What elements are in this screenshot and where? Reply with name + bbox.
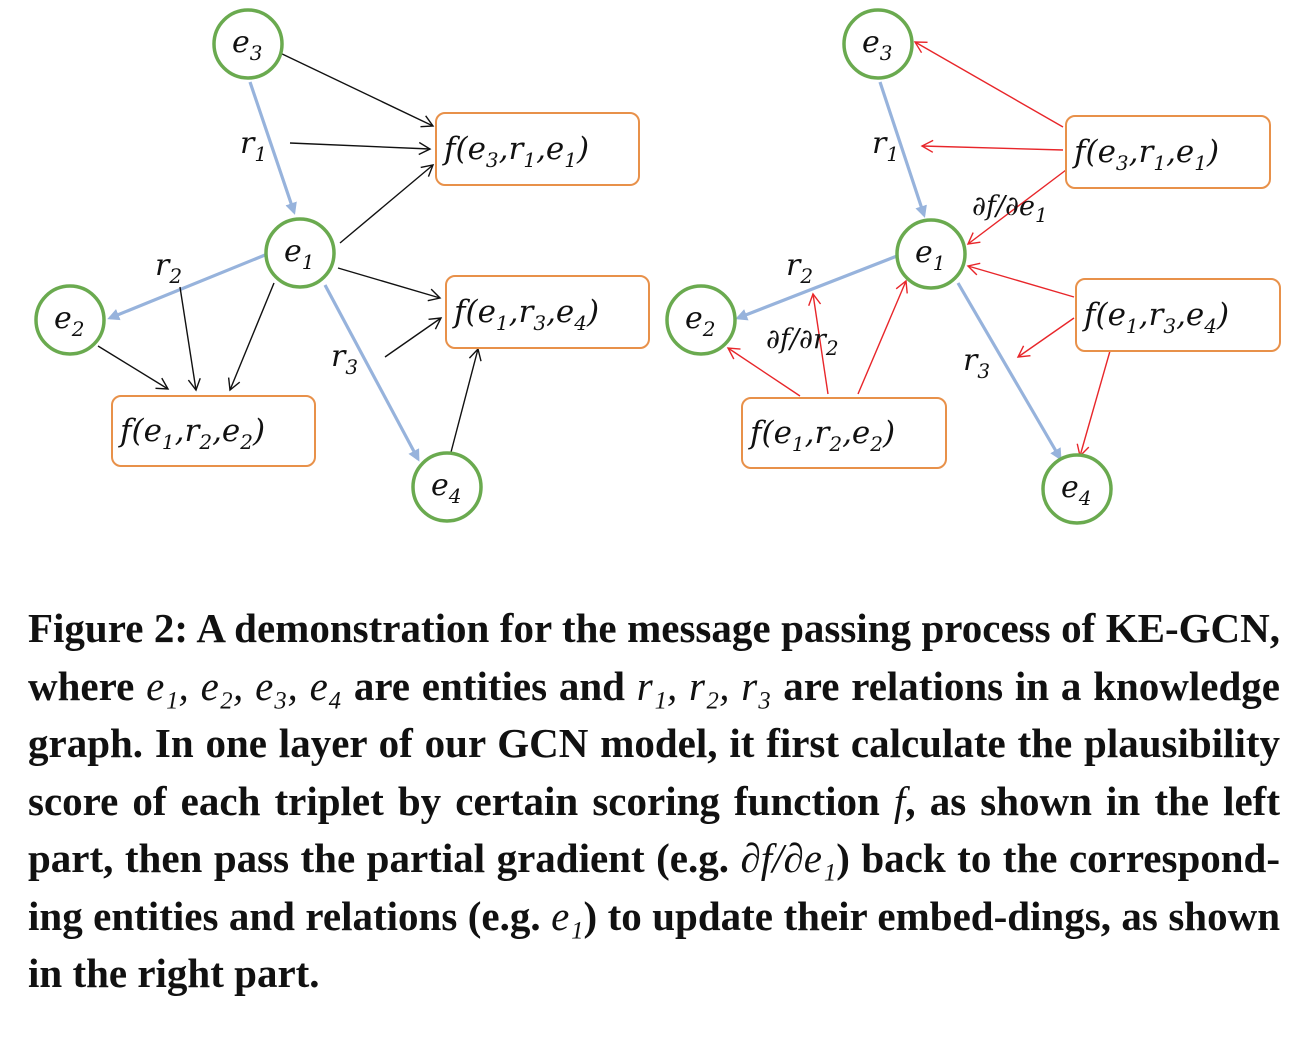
right-edge-e3-e1 [878, 81, 927, 218]
right-score-box-f1: f(e3,r1,e1) [1065, 115, 1271, 189]
left-msg-r1-f1 [289, 141, 432, 156]
svg-text:f(e1,r2,e2): f(e1,r2,e2) [118, 413, 265, 454]
right-relation-r2: r2 [786, 248, 813, 288]
svg-text:e2: e2 [54, 301, 85, 341]
caption-math-entities: e₁, e₂, e₃, e₄ [146, 662, 343, 709]
caption-math-f: f [893, 777, 906, 824]
caption-text-5: ) back to the correspond-ing entities an… [28, 835, 1281, 939]
left-relation-r1: r1 [240, 126, 267, 166]
right-node-e3: e3 [842, 8, 914, 80]
svg-text:f(e1,r3,e4): f(e1,r3,e4) [1082, 297, 1229, 338]
right-gradient-label-e1: ∂f/∂e1 [972, 191, 1048, 227]
svg-text:f(e3,r1,e1): f(e3,r1,e1) [442, 131, 589, 172]
svg-text:e4: e4 [1061, 470, 1092, 510]
message-passing-figure: e3 e1 e2 e4 r1 r2 r3 f(e3,r1,e1) f(e1,r3… [34, 8, 1281, 525]
left-msg-e1-f1 [339, 164, 435, 244]
right-grad-f2-e4 [1076, 350, 1111, 458]
left-diagram: e3 e1 e2 e4 r1 r2 r3 f(e3,r1,e1) f(e1,r3… [34, 8, 650, 523]
caption-text-2: are entities and [342, 662, 637, 709]
right-node-e4: e4 [1041, 453, 1113, 525]
right-edge-e1-e2 [735, 254, 898, 321]
caption-text-1: Figure 2: A demonstration for the messag… [28, 605, 1280, 709]
right-node-e2: e2 [665, 284, 737, 356]
right-relation-r3: r3 [963, 343, 990, 383]
right-edge-e1-e4 [956, 282, 1062, 461]
caption-text-3: are relations in a knowledge graph. In o… [28, 662, 1281, 824]
right-score-box-f2: f(e1,r3,e4) [1075, 278, 1281, 352]
left-edge-e3-e1 [248, 81, 297, 215]
left-relation-r2: r2 [155, 248, 182, 288]
right-grad-f3-r2 [808, 292, 829, 395]
left-msg-e1-f2 [337, 267, 442, 302]
caption-text-4: , as shown in the left part, then pass t… [28, 777, 1280, 882]
figure-caption: Figure 2: A demonstration for the messag… [28, 600, 1280, 1003]
caption-math-e1: e₁ [551, 892, 584, 939]
svg-text:e3: e3 [862, 25, 893, 65]
left-msg-e4-f2 [449, 347, 482, 457]
right-grad-f2-r3 [1016, 317, 1075, 358]
left-node-e2: e2 [34, 284, 106, 356]
caption-math-gradient: ∂f/∂e₁ [740, 835, 837, 881]
left-msg-e3-f1 [277, 51, 435, 128]
caption-text-6: ) to update their embed-dings, as shown … [28, 892, 1280, 997]
left-msg-e1-f3 [227, 282, 275, 392]
svg-text:e3: e3 [232, 25, 263, 65]
svg-text:e1: e1 [915, 235, 946, 275]
left-score-box-f2: f(e1,r3,e4) [445, 275, 650, 349]
right-relation-r1: r1 [872, 126, 899, 166]
left-node-e1: e1 [264, 217, 336, 289]
svg-text:f(e3,r1,e1): f(e3,r1,e1) [1072, 134, 1219, 175]
right-diagram: e3 e1 e2 e4 r1 r2 r3 ∂f/∂e1 ∂f/∂r2 f(e3,… [665, 8, 1281, 525]
left-msg-r2-f3 [179, 286, 201, 392]
right-gradient-label-r2: ∂f/∂r2 [766, 324, 839, 360]
right-grad-f1-e1 [966, 169, 1067, 245]
left-node-e3: e3 [212, 8, 284, 80]
svg-text:f(e1,r3,e4): f(e1,r3,e4) [452, 294, 599, 335]
left-msg-e2-f3 [97, 345, 170, 390]
right-node-e1: e1 [895, 218, 967, 290]
right-grad-f2-e1 [966, 262, 1075, 298]
left-relation-r3: r3 [331, 339, 358, 379]
left-msg-r3-f2 [384, 317, 443, 358]
svg-text:e1: e1 [284, 234, 315, 274]
left-score-box-f1: f(e3,r1,e1) [435, 112, 640, 186]
left-score-box-f3: f(e1,r2,e2) [111, 395, 316, 467]
svg-text:f(e1,r2,e2): f(e1,r2,e2) [748, 415, 895, 456]
right-grad-f1-e3 [913, 41, 1064, 128]
right-grad-f3-e2 [726, 347, 801, 397]
svg-text:e2: e2 [685, 301, 716, 341]
left-node-e4: e4 [411, 451, 483, 523]
svg-text:e4: e4 [431, 468, 462, 508]
right-grad-f1-r1 [920, 139, 1064, 153]
right-grad-f3-e1 [857, 279, 908, 395]
right-score-box-f3: f(e1,r2,e2) [741, 397, 947, 469]
left-edge-e1-e4 [323, 284, 420, 462]
caption-math-relations: r₁, r₂, r₃ [636, 662, 772, 709]
left-edge-e1-e2 [107, 253, 266, 321]
